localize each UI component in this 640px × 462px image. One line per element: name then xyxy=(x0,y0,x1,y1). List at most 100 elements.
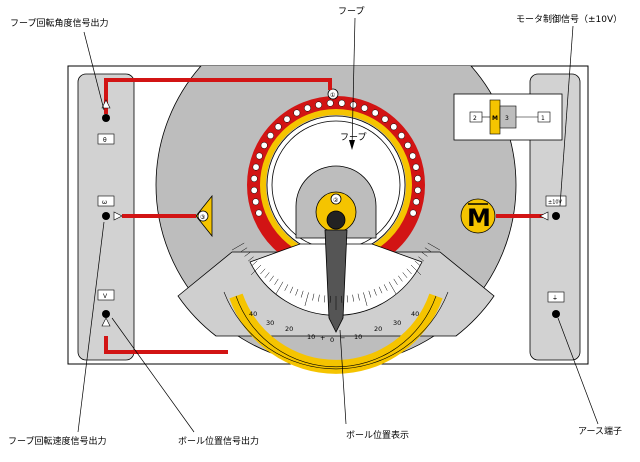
scale-tick xyxy=(418,256,424,262)
pivot-marker: ③ xyxy=(200,214,205,221)
scale-tick xyxy=(402,272,408,278)
scale-tick xyxy=(368,290,372,298)
omega-arrow-icon xyxy=(113,211,123,221)
pivot-circle xyxy=(197,210,209,222)
earth-terminal[interactable] xyxy=(552,310,560,318)
scale-tick xyxy=(388,281,397,295)
label-hoop: フープ xyxy=(338,6,364,17)
hoop-bolt xyxy=(414,175,422,183)
hoop-bolt xyxy=(361,104,368,112)
scale-tick xyxy=(424,247,431,252)
theta-terminal[interactable] xyxy=(102,114,110,122)
hoop-bolt xyxy=(255,209,263,217)
scale-tick xyxy=(300,290,304,298)
scale-tick xyxy=(312,293,315,301)
callout-hoop-speed xyxy=(77,221,105,433)
scale-labels: 40 30 20 10 + 0 − 10 20 30 40 xyxy=(249,310,419,344)
v-label: V xyxy=(103,293,108,300)
hoop-bolt xyxy=(412,198,420,206)
hoop-bolt xyxy=(381,115,389,123)
omega-label: ω xyxy=(102,199,107,206)
scale-tick xyxy=(244,252,251,257)
motor-box-label-2: 2 xyxy=(473,115,477,122)
hoop-bolt xyxy=(414,186,422,194)
callout-ball-display xyxy=(339,329,347,425)
scale-tick xyxy=(410,264,422,276)
v-label-box xyxy=(97,289,115,301)
hoop-bolt xyxy=(250,175,258,183)
motor-box-label-m: M xyxy=(492,115,498,122)
motor-box-label-3: 3 xyxy=(505,115,509,122)
scale-tick xyxy=(363,292,368,306)
wire-ball-position xyxy=(104,336,228,354)
hoop-bolt xyxy=(274,123,282,131)
scale-tick xyxy=(269,275,274,282)
omega-terminal[interactable] xyxy=(102,212,110,220)
scale-label-right-40: 40 xyxy=(411,310,419,318)
hoop-bolts xyxy=(250,99,422,217)
hoop-bolt xyxy=(404,141,412,149)
callout-hoop xyxy=(351,17,356,149)
motor-control-terminal[interactable] xyxy=(552,212,560,220)
label-hoop-inner: フープ xyxy=(340,132,366,143)
motor-arrow-icon xyxy=(539,211,549,221)
theta-label: θ xyxy=(103,137,107,144)
callout-hoop-angle xyxy=(83,31,105,111)
hoop-bolt xyxy=(252,163,260,171)
scale-minus-sign: − xyxy=(340,334,345,342)
ball-pointer xyxy=(324,229,348,333)
theta-arrow-icon xyxy=(101,99,111,109)
scale-label-left-30: 30 xyxy=(266,319,274,327)
scale-tick xyxy=(398,275,403,282)
label-hoop-speed-output: フープ回転速度信号出力 xyxy=(8,435,106,447)
v-terminal[interactable] xyxy=(102,310,110,318)
scale-band-inner-line xyxy=(235,295,437,368)
scale-tick xyxy=(275,281,284,295)
scale-tick xyxy=(427,242,441,251)
hoop-bolt xyxy=(390,123,398,131)
scale-tick xyxy=(352,294,354,302)
scale-tick xyxy=(248,256,254,262)
scale-plus-sign: + xyxy=(320,334,325,342)
scale-ticks xyxy=(231,242,441,310)
callout-lines xyxy=(77,17,599,433)
hoop-bolt xyxy=(250,186,258,194)
label-hoop-angle-output: フープ回転角度信号出力 xyxy=(10,17,108,29)
callout-earth xyxy=(557,317,599,425)
scale-label-right-10: 10 xyxy=(354,333,362,341)
scale-tick xyxy=(414,260,421,266)
scale-band-outer-line xyxy=(223,291,449,370)
scale-tick xyxy=(323,295,326,303)
hoop-bolt xyxy=(267,132,274,140)
scale-label-center-0: 0 xyxy=(330,336,334,344)
scale-tick xyxy=(383,284,388,291)
scale-tick xyxy=(406,268,412,275)
pm10v-label-box xyxy=(545,195,567,207)
hoop-bolt xyxy=(371,109,379,117)
scale-tick xyxy=(357,293,360,301)
scale-tick xyxy=(421,252,428,257)
motor-label: M xyxy=(467,204,491,232)
scale-label-left-20: 20 xyxy=(285,325,293,333)
v-arrow-icon xyxy=(101,317,111,327)
scale-tick xyxy=(295,288,299,296)
scale-label-left-10: 10 xyxy=(307,333,315,341)
hoop-bolt xyxy=(315,101,323,109)
hoop-bolt xyxy=(398,132,405,140)
wire-hoop-angle xyxy=(104,78,332,114)
hoop-bolt xyxy=(409,209,417,217)
motor-box-label-1: 1 xyxy=(541,115,545,122)
hoop-bolt xyxy=(412,163,420,171)
motor-box-1-cell xyxy=(537,111,551,123)
hoop-marker-circle xyxy=(327,88,339,100)
scale-tick xyxy=(251,260,258,266)
hoop-callout-arrow-icon xyxy=(349,140,355,150)
scale-tick xyxy=(318,294,320,302)
hoop-bolt xyxy=(260,141,268,149)
scale-tick xyxy=(250,264,262,276)
hoop-bolt xyxy=(409,152,417,160)
label-ball-position-display: ボール位置表示 xyxy=(346,429,409,441)
omega-label-box xyxy=(97,195,115,207)
theta-label-box xyxy=(97,133,115,145)
